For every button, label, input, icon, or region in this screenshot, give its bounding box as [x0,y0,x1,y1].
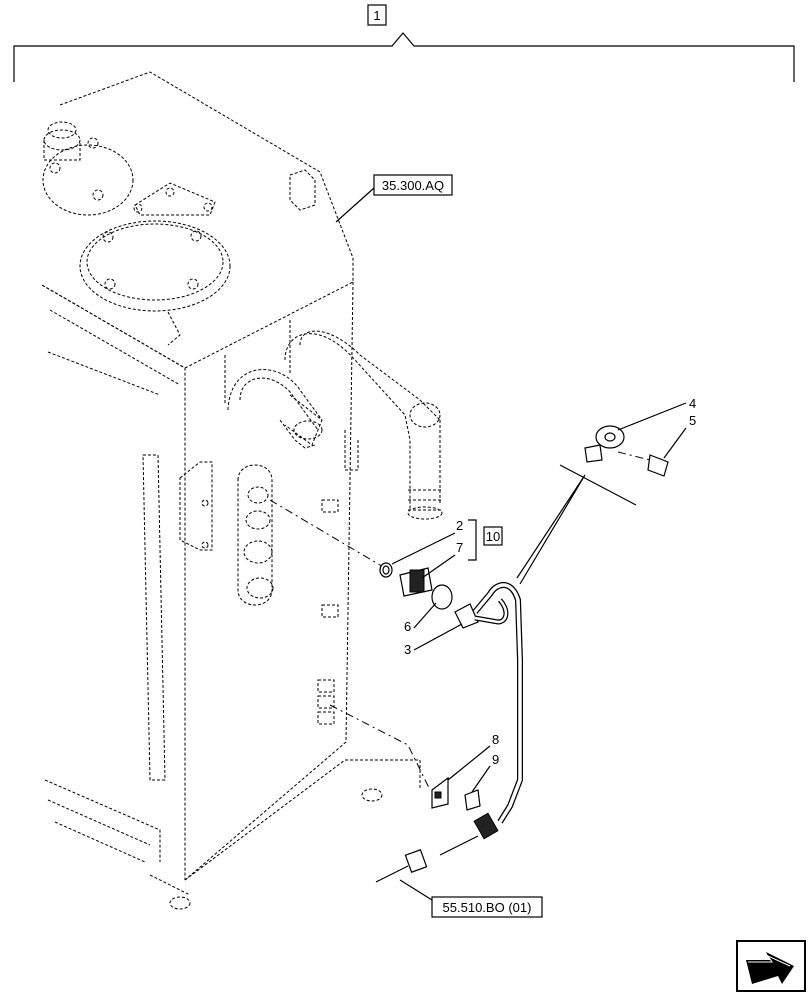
callout-7: 7 [456,540,463,555]
callout-5: 5 [689,413,696,428]
alignment-line-sensor [269,499,386,569]
kit-bracket [468,519,477,561]
ref-label-bottom: 55.510.BO (01) [399,879,543,918]
callout-9: 9 [492,752,499,767]
detail-indicator [559,464,637,506]
arrow-next-page-icon[interactable] [736,940,806,992]
kit-ref-box [483,526,503,546]
assembly-bracket: 1 [13,4,795,82]
callout-6: 6 [404,619,411,634]
screw [464,789,481,811]
kit-ref-label: 10 [486,529,500,544]
svg-text:55.510.BO (01): 55.510.BO (01) [443,900,532,915]
mounting-bracket [431,776,449,809]
callout-8: 8 [492,732,499,747]
pressure-switch [399,567,433,597]
seal-washer [431,584,453,610]
hydraulic-tank [41,71,443,910]
cable-clip [584,425,625,463]
assembly-ref-box [367,4,387,26]
o-ring [379,562,393,578]
alignment-line-bracket [329,704,431,791]
bolt [617,451,669,477]
assembly-ref-label: 1 [373,8,380,23]
wire-harness [375,582,523,883]
callout-2: 2 [456,518,463,533]
ref-label-top: 35.300.AQ [335,174,453,223]
svg-text:35.300.AQ: 35.300.AQ [382,178,444,193]
callout-4: 4 [689,396,696,411]
callout-3: 3 [404,642,411,657]
